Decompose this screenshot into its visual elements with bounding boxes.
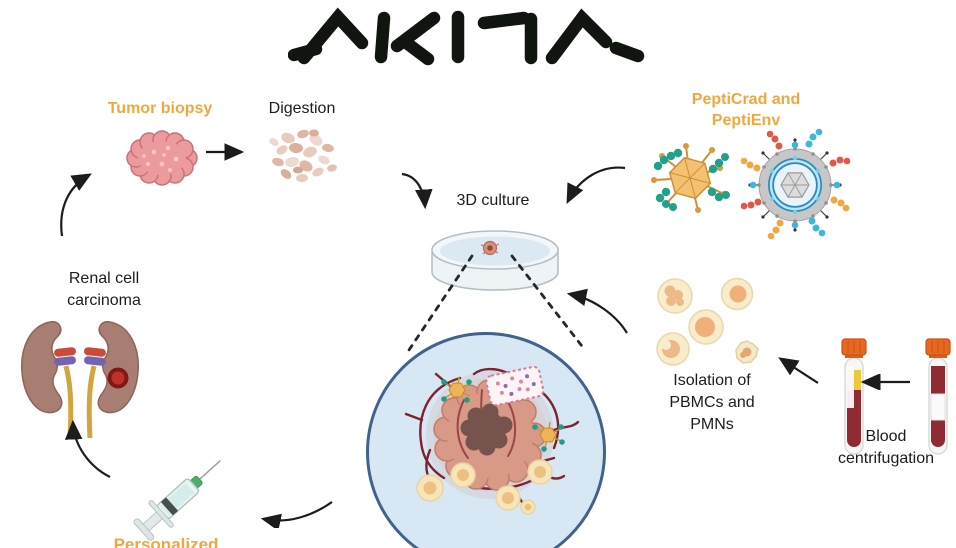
akita-logo: AKITA: [288, 6, 668, 68]
tissue-fragments-icon: [269, 129, 337, 183]
enveloped-virus-icon: [740, 128, 851, 240]
pepticrad-peptienv-label: PeptiCrad and PeptiEnv: [691, 91, 801, 129]
arrow-blood-to-centrifuged: [860, 374, 910, 390]
organoid-in-dish: [480, 240, 500, 256]
virus-on-organoid: [441, 376, 565, 452]
digestion-label: Digestion: [268, 100, 336, 117]
arrow-tube-to-cells: [778, 357, 819, 384]
tumor-biopsy-label: Tumor biopsy: [107, 100, 213, 117]
kidney-tumor-spot: [107, 367, 129, 389]
centrifuged-tube-icon: [841, 338, 867, 455]
arrow-kidneys-to-biopsy: [60, 173, 92, 237]
tumor-blob-icon: [126, 130, 198, 186]
arrow-cells-to-culture: [566, 288, 628, 334]
renal-vessels: [54, 347, 106, 366]
blood-tube-icon: [925, 338, 951, 455]
arrow-syringe-to-kidneys: [64, 419, 111, 478]
organoid-magnified-icon: [404, 365, 580, 515]
akita-logo-icon: [288, 7, 645, 66]
cell-patch: [485, 365, 545, 407]
petri-dish-icon: [431, 230, 559, 291]
magnifier-dashed-lines: [407, 254, 587, 352]
immune-cells-icon: [656, 277, 759, 366]
syringe-icon: [133, 459, 221, 541]
isolation-label: Isolation of PBMCs and PMNs: [669, 372, 755, 433]
3d-culture-label: 3D culture: [456, 192, 530, 209]
adenovirus-icon: [651, 143, 730, 213]
kidneys-icon: [21, 320, 139, 439]
arrow-biopsy-to-digestion: [206, 143, 245, 161]
blood-centrifugation-label: Blood centrifugation: [837, 428, 935, 467]
arrow-viruses-to-culture: [566, 166, 626, 204]
personalized-label: Personalized: [113, 535, 219, 548]
arrow-circle-to-syringe: [260, 501, 333, 528]
arrow-digestion-to-culture: [401, 172, 433, 210]
renal-cell-carcinoma-label: Renal cell carcinoma: [67, 270, 141, 309]
